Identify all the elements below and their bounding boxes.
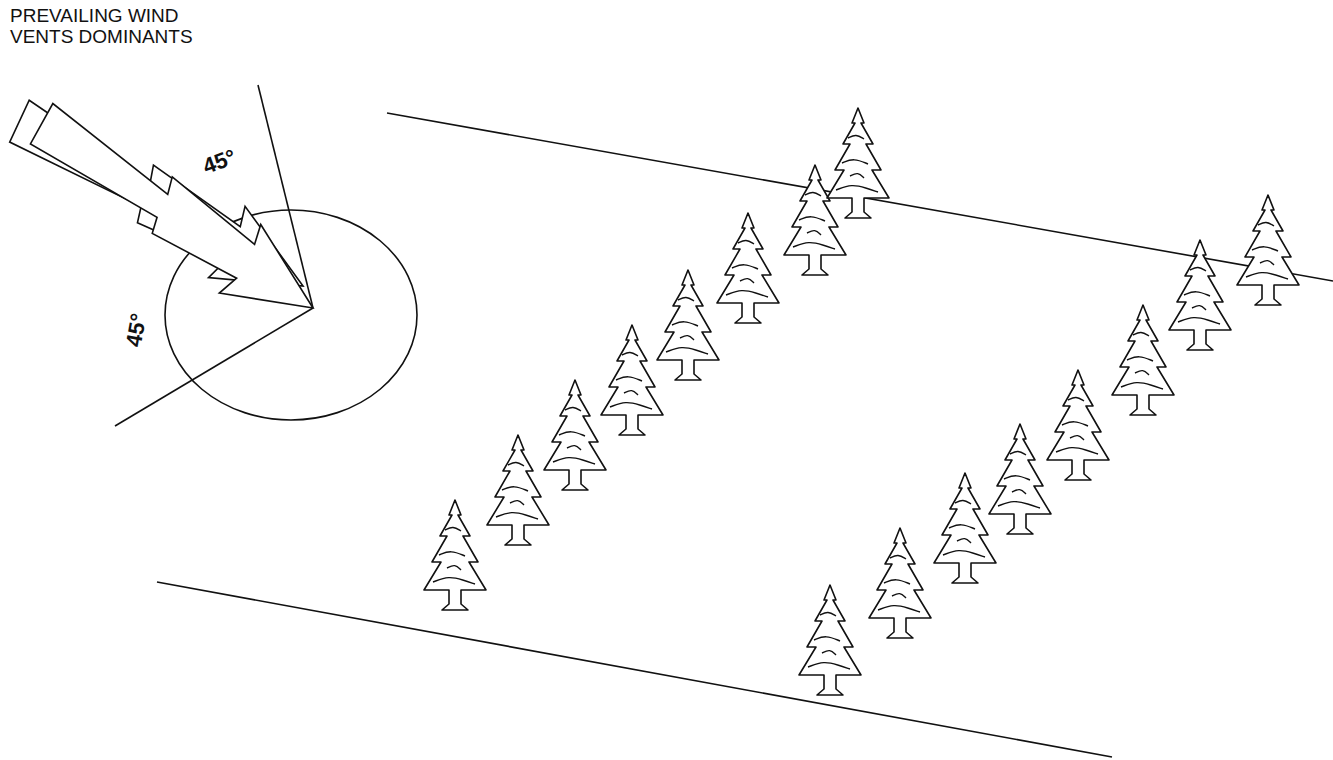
tree-symbol [1047, 370, 1109, 480]
tree-symbol [601, 325, 663, 435]
angle-label: 45° [122, 312, 152, 349]
tree-symbol [799, 585, 861, 695]
tree-symbol [1112, 305, 1174, 415]
tree-symbol [424, 500, 486, 610]
tree-symbol [934, 473, 996, 583]
tree-symbol [989, 424, 1051, 534]
tree-symbol [1169, 240, 1231, 350]
tree-symbol [869, 528, 931, 638]
tree-symbol [657, 270, 719, 380]
wind-label: PREVAILING WIND [10, 6, 179, 27]
wind-arrow [17, 90, 335, 341]
tree-symbol [827, 108, 889, 218]
sector-line [115, 308, 313, 426]
tree-symbol [717, 213, 779, 323]
tree-symbol [487, 435, 549, 545]
wind-label: VENTS DOMINANTS [10, 27, 193, 48]
field-edge-line [157, 582, 1112, 757]
tree-symbol [544, 380, 606, 490]
tree-symbol [1237, 195, 1299, 305]
angle-label: 45° [200, 145, 240, 179]
